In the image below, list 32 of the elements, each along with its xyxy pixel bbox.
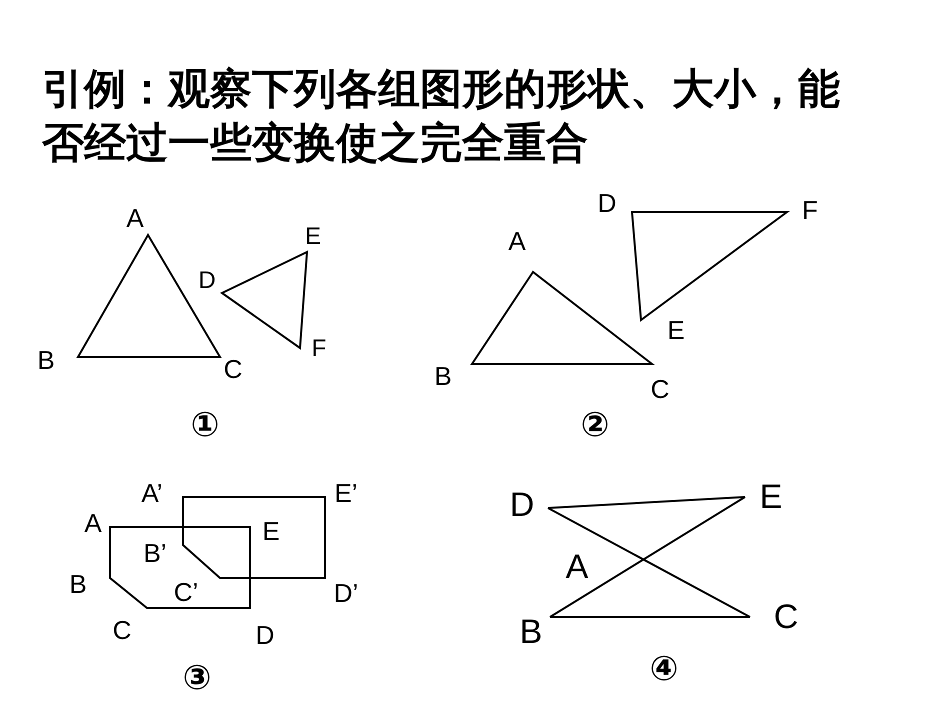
vertex-label: E’ <box>334 480 358 506</box>
vertex-label: D’ <box>334 580 358 606</box>
vertex-label: B <box>69 571 87 597</box>
vertex-label: D <box>198 269 216 293</box>
vertex-label: A <box>566 550 588 584</box>
vertex-label: C <box>112 617 132 643</box>
vertex-label: C <box>224 356 242 382</box>
vertex-label: B <box>434 363 452 389</box>
vertex-label: C <box>774 600 798 634</box>
vertex-label: D <box>256 622 274 648</box>
vertex-label: F <box>802 197 818 223</box>
vertex-label: A <box>84 510 102 536</box>
vertex-label: F <box>312 337 326 361</box>
vertex-label: B’ <box>143 540 167 566</box>
title: 引例：观察下列各组图形的形状、大小，能否经过一些变换使之完全重合 <box>42 63 841 169</box>
vertex-label: E <box>262 518 280 544</box>
vertex-label: D <box>598 190 616 216</box>
vertex-label: E <box>305 225 321 249</box>
vertex-label: A’ <box>141 480 163 506</box>
figure-number: ④ <box>650 652 678 686</box>
vertex-label: A <box>508 228 526 254</box>
vertex-label: C <box>650 376 670 402</box>
figure-number: ① <box>190 408 220 442</box>
vertex-label: D <box>510 488 534 522</box>
vertex-label: B <box>37 347 55 373</box>
vertex-label: A <box>126 205 144 231</box>
vertex-label: C’ <box>174 579 198 605</box>
figure-number: ③ <box>182 661 212 695</box>
vertex-label: E <box>760 480 782 514</box>
vertex-label: E <box>667 317 685 343</box>
vertex-label: B <box>520 615 542 649</box>
figure-number: ② <box>580 408 610 442</box>
